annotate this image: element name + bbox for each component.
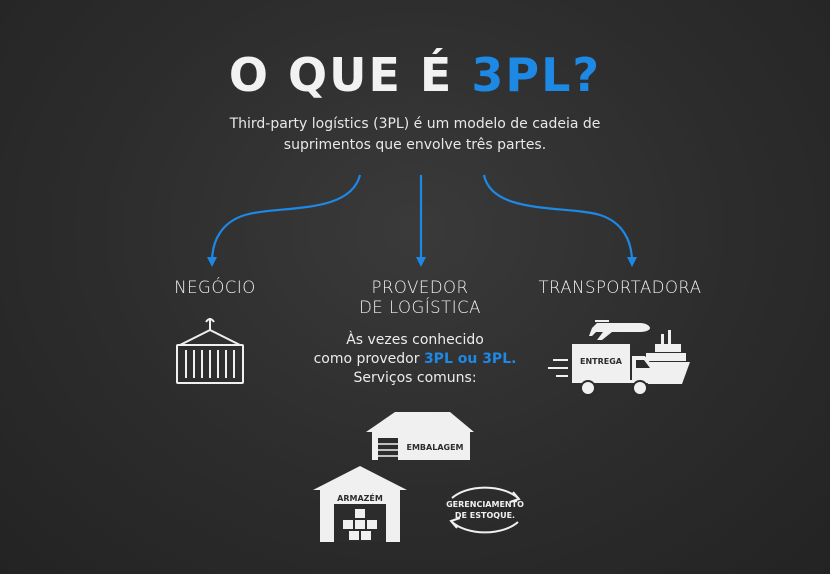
airplane-icon — [589, 320, 650, 340]
container-icon — [176, 318, 244, 384]
provider-description: Às vezes conhecido como provedor 3PL ou … — [305, 331, 525, 388]
branch-label-provider-line2: DE LOGÍSTICA — [359, 298, 481, 317]
warehouse-icon — [313, 466, 407, 542]
title-highlight: 3PL? — [471, 48, 602, 102]
provider-description-line2: como provedor 3PL ou 3PL. — [305, 350, 525, 369]
branch-label-provider: PROVEDOR DE LOGÍSTICA — [320, 278, 520, 318]
provider-description-line1: Às vezes conhecido — [346, 332, 484, 348]
arrow-to-business — [207, 174, 362, 267]
arrow-to-carrier — [482, 174, 637, 267]
title-prefix: O QUE É — [228, 48, 472, 102]
truck-label: ENTREGA — [580, 357, 622, 366]
provider-description-highlight: 3PL ou 3PL. — [423, 351, 517, 367]
inventory-label-line2: DE ESTOQUE. — [454, 511, 516, 520]
provider-description-prefix: como provedor — [313, 351, 424, 367]
subtitle: Third-party logístics (3PL) é um modelo … — [229, 116, 601, 153]
packaging-label: EMBALAGEM — [406, 443, 464, 452]
cycle-arrows-icon — [449, 486, 521, 534]
inventory-label: GERENCIAMENTO DE ESTOQUE. — [425, 499, 545, 521]
branch-label-business: NEGÓCIO — [174, 278, 256, 297]
packaging-building-icon — [366, 412, 474, 460]
warehouse-label: ARMAZÉM — [337, 494, 383, 503]
delivery-truck-icon — [548, 344, 656, 396]
page-title: O QUE É 3PL? — [0, 48, 830, 102]
provider-description-line3: Serviços comuns: — [353, 370, 477, 386]
branch-label-provider-line1: PROVEDOR — [371, 278, 469, 297]
inventory-label-line1: GERENCIAMENTO — [446, 500, 524, 509]
branch-label-carrier: TRANSPORTADORA — [538, 278, 702, 297]
